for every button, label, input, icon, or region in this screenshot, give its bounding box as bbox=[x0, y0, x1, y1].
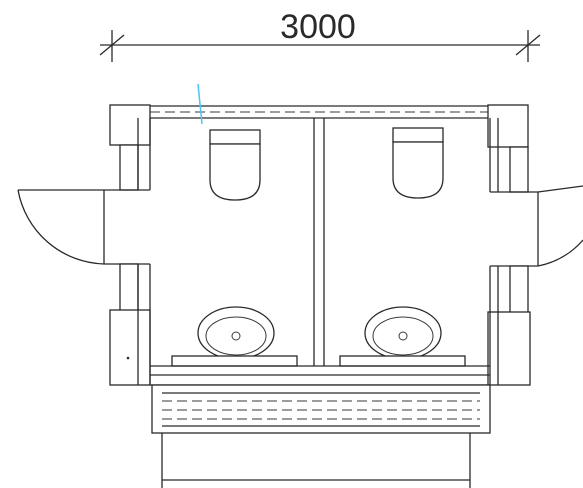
center-partition bbox=[313, 118, 325, 366]
right-wall-lower bbox=[487, 265, 538, 386]
toilet-right bbox=[392, 127, 444, 199]
washbasin-left bbox=[171, 306, 298, 367]
right-door bbox=[537, 185, 583, 267]
dot-mark bbox=[126, 356, 130, 360]
washbasin-right bbox=[339, 306, 466, 367]
toilet-left bbox=[209, 129, 261, 201]
left-wall-lower bbox=[104, 263, 151, 386]
dimension-label: 3000 bbox=[280, 8, 356, 46]
bottom-counter bbox=[150, 365, 491, 434]
top-wall bbox=[150, 105, 490, 119]
dimension-line: 3000 bbox=[99, 8, 541, 62]
left-door bbox=[17, 189, 105, 265]
right-wall-upper bbox=[487, 104, 538, 193]
accent-mark bbox=[197, 83, 203, 125]
left-wall-upper bbox=[104, 104, 151, 191]
lower-step bbox=[161, 433, 471, 488]
